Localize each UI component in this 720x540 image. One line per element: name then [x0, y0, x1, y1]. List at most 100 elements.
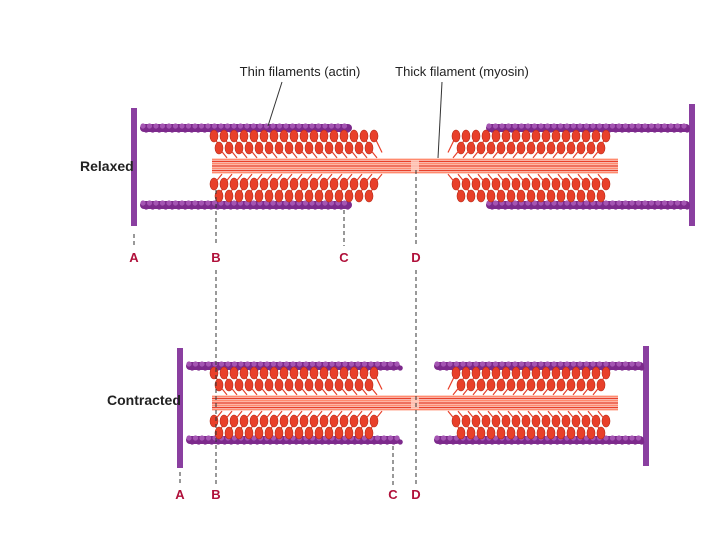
myosin-head	[501, 129, 511, 143]
myosin-head	[274, 141, 284, 155]
myosin-head	[344, 426, 354, 440]
myosin-head	[304, 378, 314, 392]
myosin-head	[546, 426, 556, 440]
myosin-head	[249, 129, 259, 143]
myosin-head	[219, 129, 229, 143]
myosin-head	[234, 141, 244, 155]
myosin-head	[461, 366, 471, 380]
myosin-head	[349, 414, 359, 428]
myosin-head	[269, 414, 279, 428]
myosin-head	[304, 189, 314, 203]
myosin-head	[334, 189, 344, 203]
myosin-head	[314, 189, 324, 203]
myosin-head	[259, 414, 269, 428]
myosin-head	[339, 177, 349, 191]
myosin-head	[476, 426, 486, 440]
myosin-head	[214, 426, 224, 440]
myosin-head	[591, 366, 601, 380]
myosin-head	[364, 189, 374, 203]
myosin-head	[334, 378, 344, 392]
myosin-head	[214, 189, 224, 203]
myosin-head	[244, 189, 254, 203]
myosin-head	[289, 414, 299, 428]
m-line	[411, 160, 419, 172]
myosin-head	[264, 426, 274, 440]
myosin-head	[596, 426, 606, 440]
myosin-head	[254, 378, 264, 392]
myosin-head	[556, 189, 566, 203]
myosin-head	[224, 189, 234, 203]
myosin-head	[209, 366, 219, 380]
myosin-head	[526, 189, 536, 203]
myosin-head	[491, 129, 501, 143]
actin-filament	[486, 200, 690, 210]
myosin-head	[581, 366, 591, 380]
myosin-head	[224, 141, 234, 155]
myosin-head	[229, 414, 239, 428]
myosin-head	[289, 129, 299, 143]
myosin-head	[354, 189, 364, 203]
myosin-head	[274, 426, 284, 440]
myosin-head	[284, 189, 294, 203]
thick-filament-pointer	[437, 81, 443, 159]
myosin-head	[349, 177, 359, 191]
myosin-head	[566, 189, 576, 203]
myosin-head	[254, 426, 264, 440]
myosin-head	[309, 177, 319, 191]
myosin-head	[344, 378, 354, 392]
myosin-head	[334, 141, 344, 155]
myosin-head	[244, 378, 254, 392]
myosin-head	[279, 414, 289, 428]
myosin-head	[234, 378, 244, 392]
relaxed-marker-d: D	[411, 250, 420, 265]
thin-filaments-pointer	[267, 81, 283, 127]
myosin-head	[551, 366, 561, 380]
myosin-head	[586, 426, 596, 440]
myosin-head	[334, 426, 344, 440]
myosin-head	[324, 378, 334, 392]
z-disc	[131, 108, 137, 226]
myosin-head	[581, 129, 591, 143]
myosin-head	[239, 366, 249, 380]
myosin-head	[511, 129, 521, 143]
myosin-head	[369, 414, 379, 428]
myosin-head	[214, 141, 224, 155]
myosin-head	[556, 426, 566, 440]
myosin-head	[309, 366, 319, 380]
myosin-head	[274, 189, 284, 203]
myosin-head	[264, 141, 274, 155]
myosin-head	[319, 177, 329, 191]
myosin-head	[284, 141, 294, 155]
myosin-head	[224, 426, 234, 440]
myosin-head	[359, 366, 369, 380]
relaxed-marker-b: B	[211, 250, 220, 265]
myosin-head	[486, 189, 496, 203]
myosin-head	[601, 177, 611, 191]
myosin-head	[324, 426, 334, 440]
myosin-head	[451, 366, 461, 380]
myosin-head	[451, 129, 461, 143]
myosin-head	[561, 366, 571, 380]
myosin-head	[491, 366, 501, 380]
myosin-head	[259, 366, 269, 380]
myosin-head	[239, 177, 249, 191]
myosin-head	[506, 189, 516, 203]
myosin-head	[229, 177, 239, 191]
myosin-head	[329, 177, 339, 191]
myosin-head	[229, 366, 239, 380]
myosin-head	[264, 189, 274, 203]
myosin-head	[239, 129, 249, 143]
relaxed-marker-c: C	[339, 250, 349, 265]
myosin-head	[354, 378, 364, 392]
myosin-head	[586, 189, 596, 203]
myosin-head	[279, 366, 289, 380]
myosin-head	[359, 129, 369, 143]
contracted-marker-b: B	[211, 487, 220, 502]
myosin-head	[309, 414, 319, 428]
myosin-head	[269, 366, 279, 380]
myosin-head	[209, 414, 219, 428]
myosin-head	[254, 189, 264, 203]
myosin-head	[461, 129, 471, 143]
m-line	[411, 397, 419, 409]
actin-filament	[486, 123, 690, 133]
